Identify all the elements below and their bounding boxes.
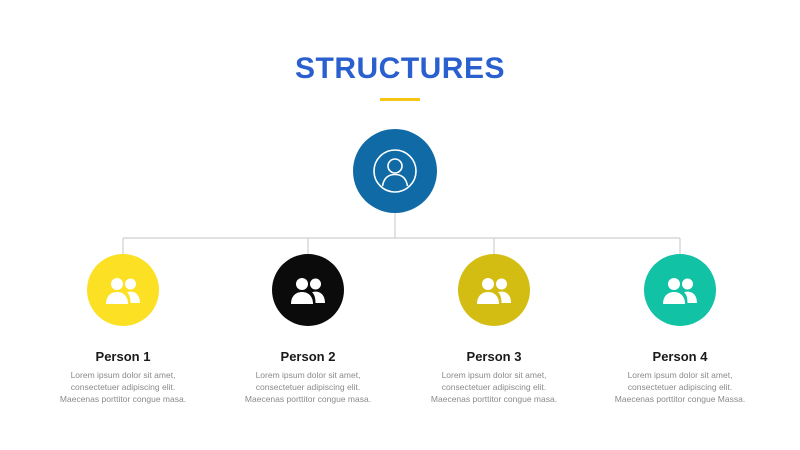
group-icon: [477, 278, 511, 304]
root-node: [353, 129, 437, 213]
person-description-3: Lorem ipsum dolor sit amet, consectetuer…: [430, 370, 558, 404]
group-icon: [291, 278, 325, 304]
person-node-4: [644, 254, 716, 326]
person-name-3: Person 3: [466, 349, 522, 364]
person-node-3: [458, 254, 530, 326]
person-node-1: [87, 254, 159, 326]
person-name-1: Person 1: [95, 349, 151, 364]
person-description-1: Lorem ipsum dolor sit amet, consectetuer…: [59, 370, 187, 404]
person-node-2: [272, 254, 344, 326]
title-underline: [380, 98, 420, 101]
slide-title: STRUCTURES: [294, 52, 505, 85]
group-icon: [106, 278, 140, 304]
person-description-2: Lorem ipsum dolor sit amet, consectetuer…: [244, 370, 372, 404]
person-name-2: Person 2: [280, 349, 336, 364]
person-description-4: Lorem ipsum dolor sit amet, consectetuer…: [614, 370, 746, 404]
person-name-4: Person 4: [652, 349, 708, 364]
user-outline-icon: [373, 149, 417, 193]
group-icon: [663, 278, 697, 304]
